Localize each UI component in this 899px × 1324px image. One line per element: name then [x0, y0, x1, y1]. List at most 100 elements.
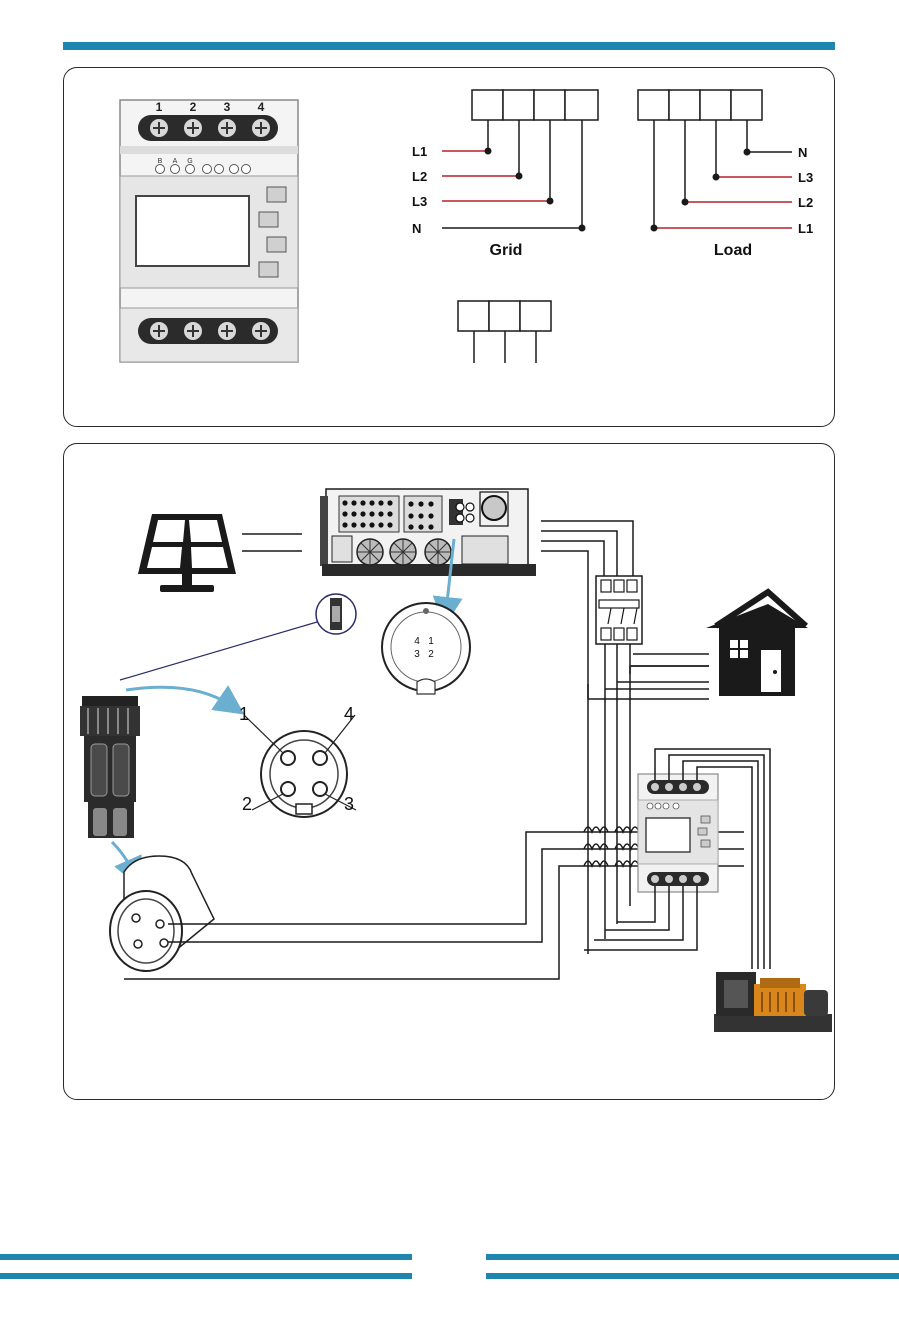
load-junction-dot	[744, 149, 751, 156]
meter-top-terminal-4	[252, 119, 270, 137]
house-icon	[706, 592, 808, 696]
meter-bottom-terminal	[150, 322, 168, 340]
inverter-mc4-port	[342, 500, 347, 505]
inverter-mc4-port	[408, 524, 413, 529]
pin-detail-arrow	[126, 687, 232, 706]
meter-led-label-b: B	[158, 158, 163, 165]
meter-led	[203, 165, 212, 174]
meter-led	[242, 165, 251, 174]
meter-top-terminal-3	[218, 119, 236, 137]
meter-terminal-panel: 1 2 3 4 B A G	[63, 67, 835, 427]
grid-terminal-block	[472, 90, 598, 120]
connector-pin-hole	[281, 782, 295, 796]
footer-bar-left-lower	[0, 1273, 412, 1279]
meter-led	[186, 165, 195, 174]
load-title: Load	[714, 242, 752, 259]
inverter-mc4-port	[428, 524, 433, 529]
connector-pin-label-2: 2	[242, 794, 252, 814]
inverter-mc4-port	[369, 500, 374, 505]
inverter-mc4-port	[387, 511, 392, 516]
load-label-l2: L2	[798, 195, 813, 210]
meter-top-terminal-1	[150, 119, 168, 137]
inverter-ac-port	[482, 496, 506, 520]
house-feed-wires	[630, 654, 709, 666]
meter-bottom-terminal	[184, 322, 202, 340]
meter-led-label-a: A	[173, 158, 178, 165]
energy-meter-lower	[638, 774, 718, 892]
inverter-heatsink	[462, 536, 508, 564]
grid-junction-dot	[485, 148, 492, 155]
grid-label-l2: L2	[412, 169, 427, 184]
load-label-l1: L1	[798, 221, 813, 236]
inverter-mc4-port	[378, 511, 383, 516]
inverter-port-pin-1: 1	[428, 636, 434, 647]
grid-wiring	[442, 120, 582, 228]
inverter-device	[320, 489, 536, 576]
connector-pin-face	[244, 715, 356, 817]
plug-pin-hole	[160, 939, 168, 947]
connector-zoom-callout	[316, 594, 356, 634]
meter-lcd-screen	[136, 196, 249, 266]
grid-label-n: N	[412, 221, 421, 236]
inverter-mc4-port	[369, 522, 374, 527]
inverter-mc4-port	[360, 500, 365, 505]
plug-pin-hole	[134, 940, 142, 948]
footer-bar-right-upper	[486, 1254, 899, 1260]
meter-led	[230, 165, 239, 174]
inverter-fan	[390, 539, 416, 565]
connector-pin-label-1: 1	[239, 704, 249, 724]
system-wiring-diagram: 4 1 3 2	[64, 444, 836, 1101]
inverter-mc4-port	[378, 500, 383, 505]
inverter-mc4-port	[418, 524, 423, 529]
inverter-port-pin-2: 2	[428, 649, 434, 660]
pv-cables	[242, 534, 302, 551]
footer-bar-right-lower	[486, 1273, 899, 1279]
inverter-mc4-port	[418, 501, 423, 506]
energy-meter-device: 1 2 3 4 B A G	[120, 100, 298, 362]
inverter-mc4-port	[360, 522, 365, 527]
connector-callout-line	[120, 622, 317, 680]
system-wiring-panel: 4 1 3 2	[63, 443, 835, 1100]
inverter-mc4-port	[378, 522, 383, 527]
inverter-mc4-port	[369, 511, 374, 516]
connector-pin-hole	[281, 751, 295, 765]
cable-end-plug	[110, 856, 214, 971]
inverter-mc4-port	[351, 511, 356, 516]
meter-bottom-terminal	[252, 322, 270, 340]
inverter-fan	[357, 539, 383, 565]
connector-pin-label-3: 3	[344, 794, 354, 814]
meter-side-button	[259, 212, 278, 227]
meter-side-button	[267, 237, 286, 252]
solar-panel-icon	[138, 514, 236, 592]
meter-led	[156, 165, 165, 174]
connector-pin-hole	[313, 782, 327, 796]
inverter-mc4-port	[428, 513, 433, 518]
footer-bar-left-upper	[0, 1254, 412, 1260]
inverter-port-pin-4: 4	[414, 636, 420, 647]
header-accent-bar	[63, 42, 835, 50]
grid-junction-dot	[547, 198, 554, 205]
comm-terminal-block	[458, 301, 551, 331]
inverter-mc4-port	[351, 500, 356, 505]
meter-side-button	[259, 262, 278, 277]
inverter-mc4-port	[387, 500, 392, 505]
circuit-breaker	[596, 576, 642, 644]
load-junction-dot	[713, 174, 720, 181]
load-label-n: N	[798, 145, 807, 160]
inverter-mc4-port	[387, 522, 392, 527]
meter-terminal-number-3: 3	[224, 100, 231, 114]
grid-label-l1: L1	[412, 144, 427, 159]
load-junction-dot	[651, 225, 658, 232]
load-junction-dot	[682, 199, 689, 206]
load-terminal-block	[638, 90, 762, 120]
meter-terminal-diagram: 1 2 3 4 B A G	[64, 68, 836, 428]
grid-title: Grid	[490, 242, 523, 259]
meter-cable-connector	[80, 696, 140, 838]
meter-bottom-terminal	[218, 322, 236, 340]
inverter-mc4-port	[428, 501, 433, 506]
inverter-mc4-port	[418, 513, 423, 518]
connector-pin-hole	[313, 751, 327, 765]
connector-pin-label-4: 4	[344, 704, 354, 724]
grid-junction-dot	[579, 225, 586, 232]
inverter-mc4-port	[360, 511, 365, 516]
